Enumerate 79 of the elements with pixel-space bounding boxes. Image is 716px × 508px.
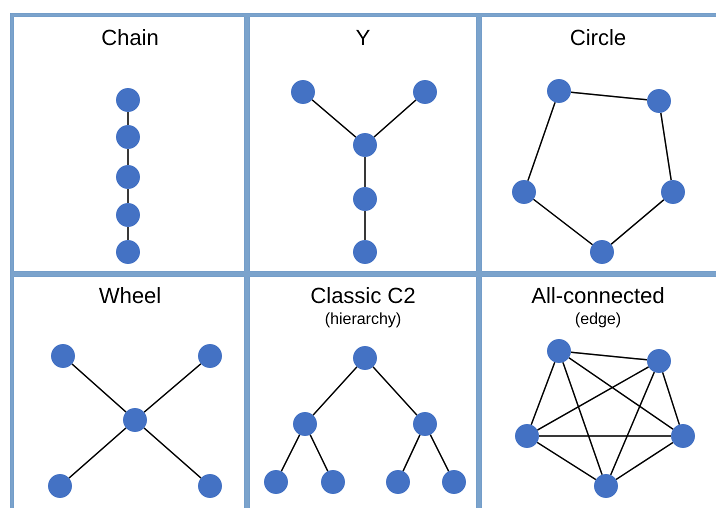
connector-line [430,434,450,472]
panel-title: Wheel [98,283,162,310]
panel [10,13,250,277]
panel [244,271,482,508]
network-node-dot [116,165,140,189]
network-node-dot [48,474,72,498]
network-node-dot [198,344,222,368]
network-node-dot [353,133,377,157]
network-node-dot [671,424,695,448]
panel-title: Chain [100,25,160,52]
network-node-dot [442,470,466,494]
network-node-dot [116,240,140,264]
connector-line [537,366,649,431]
connector-line [127,227,129,240]
network-node-dot [291,80,315,104]
connector-line [364,157,366,187]
network-node-dot [123,408,147,432]
network-node-dot [353,187,377,211]
connector-line [536,442,596,480]
panel-subtitle: (hierarchy) [324,310,402,330]
network-node-dot [661,180,685,204]
connector-line [527,102,556,181]
panel [476,271,716,508]
connector-line [530,362,556,426]
network-node-dot [590,240,614,264]
connector-line [374,99,416,138]
panel-title: Classic C2 [309,283,417,310]
connector-line [364,211,366,240]
connector-line [144,363,202,413]
network-node-dot [51,344,75,368]
network-node-dot [547,79,571,103]
connector-line [127,149,129,165]
network-node-dot [547,339,571,363]
connector-line [562,362,603,475]
connector-line [144,427,202,479]
connector-line [312,99,356,138]
network-node-dot [321,470,345,494]
connector-line [127,112,129,125]
network-node-dot [293,412,317,436]
network-node-dot [594,474,618,498]
connector-line [71,363,127,413]
panel-title: All-connected [530,283,666,310]
connector-line [570,351,648,361]
connector-line [402,434,421,472]
network-node-dot [647,89,671,113]
panel [10,271,250,508]
connector-line [610,372,655,476]
network-node-dot [264,470,288,494]
connector-line [662,372,680,425]
connector-line [310,434,328,472]
panel-subtitle: (edge) [574,310,622,330]
network-node-dot [512,180,536,204]
connector-line [568,357,674,430]
panel-title: Y [354,25,372,52]
network-node-dot [116,125,140,149]
connector-line [616,442,674,480]
connector-line [68,427,126,479]
connector-line [372,366,418,416]
connector-line [539,435,671,437]
panel [476,13,716,277]
network-node-dot [116,88,140,112]
connector-line [280,434,300,472]
network-node-dot [413,80,437,104]
connector-line [570,91,648,101]
panel [244,13,482,277]
network-node-dot [198,474,222,498]
network-node-dot [353,346,377,370]
network-node-dot [353,240,377,264]
connector-line [312,366,358,416]
network-node-dot [413,412,437,436]
network-node-dot [386,470,410,494]
connector-line [660,112,672,180]
connector-line [127,189,129,203]
connector-line [533,198,593,246]
connector-line [610,199,664,245]
network-node-dot [116,203,140,227]
panel-title: Circle [568,25,628,52]
network-node-dot [515,424,539,448]
network-node-dot [647,349,671,373]
